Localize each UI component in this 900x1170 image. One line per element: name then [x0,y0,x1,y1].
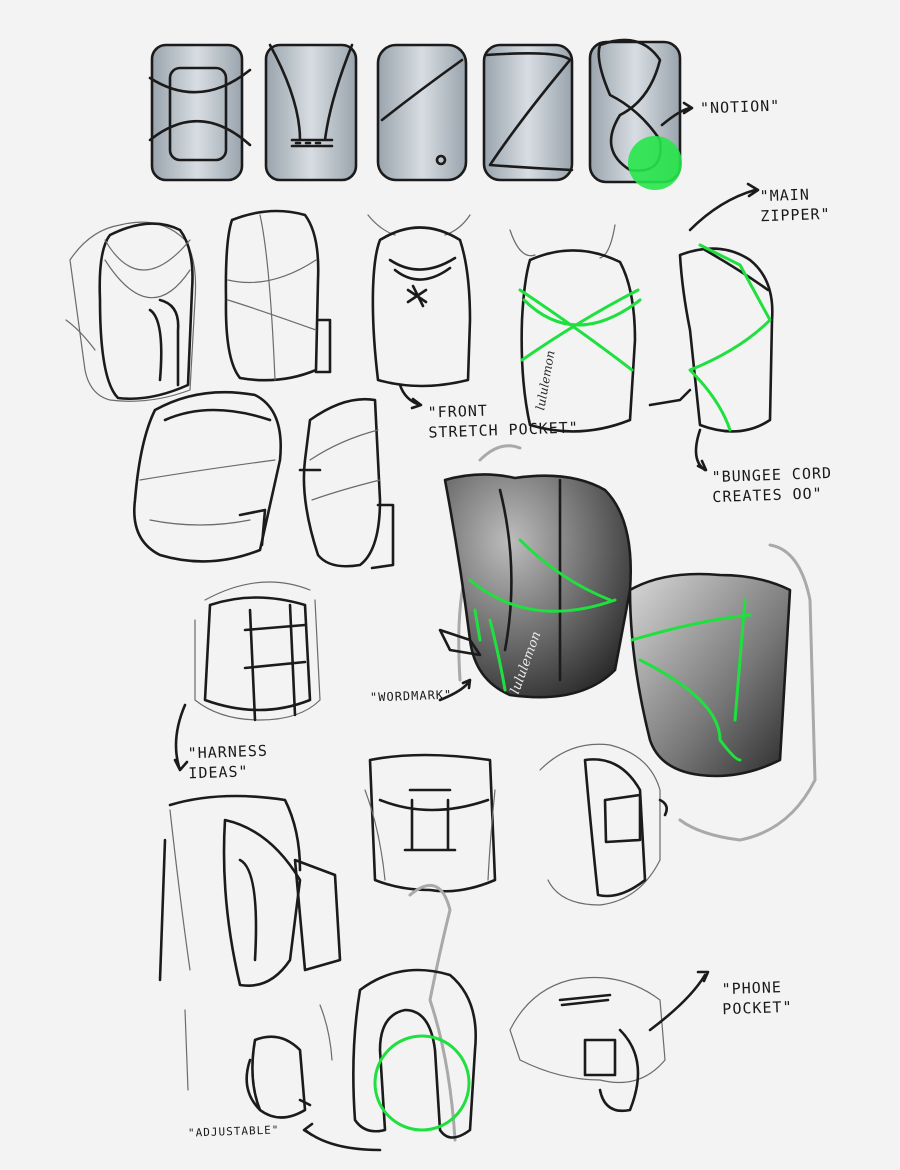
backpack-sketch-7 [298,397,395,570]
annotation-phone-pocket: "PHONE POCKET" [721,978,793,1019]
notion-thumbnails [148,38,694,190]
notion-thumb-3 [376,43,468,182]
phone-pocket-strap-sketch [352,884,477,1142]
annotation-bungee-cord: "BUNGEE CORD CREATES OO" [711,463,833,507]
annotation-harness-ideas: "HARNESS IDEAS" [187,741,269,783]
harness-strap-sketch-1 [158,794,342,988]
notion-thumb-2 [264,43,358,182]
shaded-backpack-render-2 [628,543,817,842]
annotation-front-stretch-pocket: "FRONT STRETCH POCKET" [427,401,580,442]
green-dot [628,136,682,190]
green-circle [373,1034,471,1132]
backpack-sketch-5 [648,182,774,433]
annotation-wordmark: "WORDMARK" [369,687,453,705]
adjustable-strap-sketch [184,1004,382,1152]
annotation-adjustable: "ADJUSTABLE" [187,1123,280,1140]
shaded-backpack-render-1: lululemon [438,444,632,699]
notion-thumb-1 [148,43,252,182]
backpack-sketch-1 [65,221,197,402]
annotation-main-zipper: "MAIN ZIPPER" [759,185,831,226]
backpack-sketch-6 [133,390,282,563]
harness-sketch [173,581,321,772]
phone-pocket-sketch [509,970,710,1113]
harness-strap-sketch-3 [539,743,668,906]
notion-thumb-5 [588,38,682,190]
annotation-notion: "NOTION" [699,96,781,118]
backpack-sketch-3 [367,214,472,388]
notion-thumb-4 [482,43,574,182]
harness-strap-sketch-2 [364,753,497,893]
backpack-sketch-2 [224,209,332,382]
